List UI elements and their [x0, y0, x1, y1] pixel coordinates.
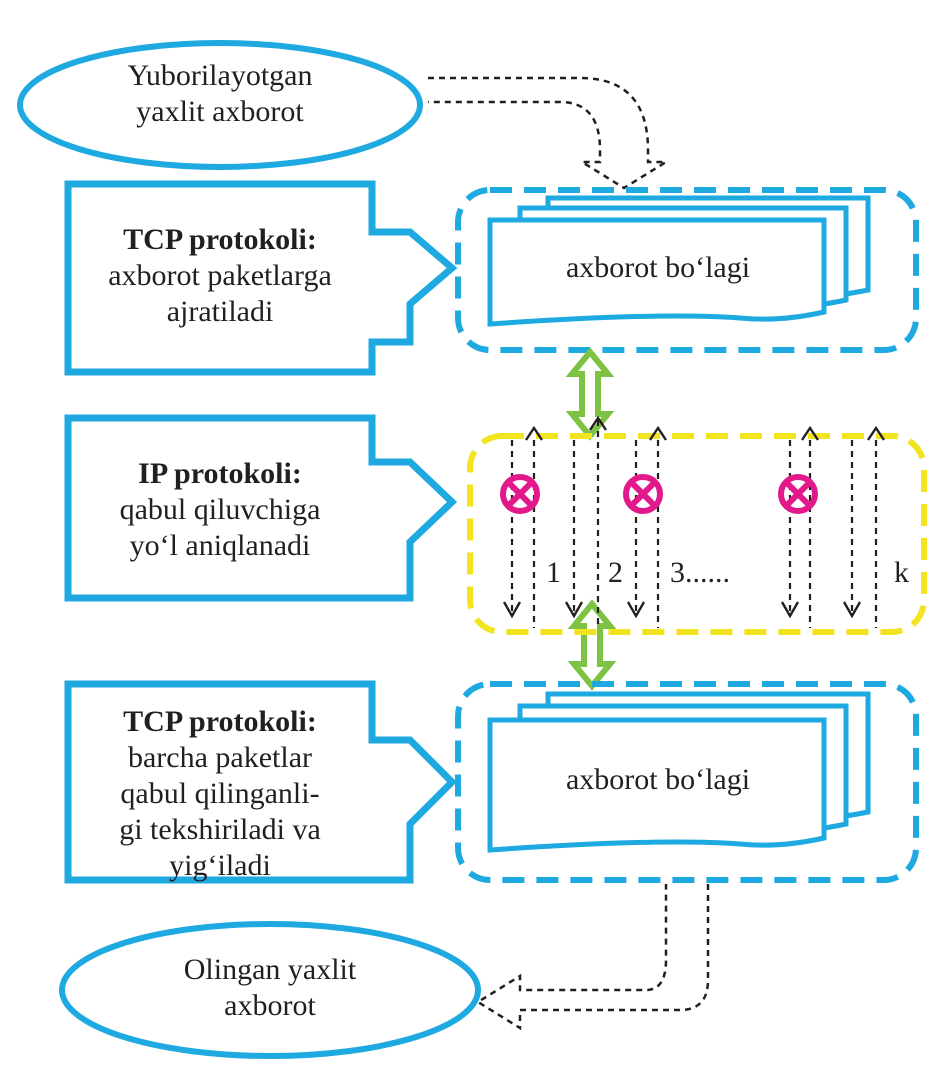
tcp-assemble-line4: yig‘iladi — [169, 849, 271, 882]
channel-arrowheads — [502, 415, 885, 619]
router-icon — [778, 474, 818, 514]
end-ellipse — [59, 921, 481, 1059]
ip-route-line2: yo‘l aniqlanadi — [129, 529, 311, 562]
tcp-split-line2: ajratiladi — [166, 295, 274, 328]
tcp-assemble-title: TCP protokoli: — [123, 705, 317, 738]
ip-route-title: IP protokoli: — [138, 457, 302, 490]
start-ellipse — [17, 40, 423, 170]
end-line1: Olingan yaxlit — [183, 953, 357, 986]
double-arrow-bottom — [567, 599, 617, 691]
start-to-packets-arrow — [428, 76, 671, 190]
tcp-split-arrow-box — [64, 180, 458, 376]
top-packet-stack — [487, 195, 871, 327]
channel-label-2: 2 — [608, 556, 623, 589]
tcp-assemble-line3: gi tekshiriladi va — [119, 813, 321, 846]
tcp-assemble-line2: qabul qilinganli- — [120, 777, 320, 810]
end-line2: axborot — [224, 989, 316, 1022]
tcp-split-block — [64, 180, 458, 376]
tcp-assemble-text: TCP protokoli: barcha paketlar qabul qil… — [70, 704, 370, 884]
bottom-packet-label: axborot bo‘lagi — [565, 763, 751, 796]
packets-to-end-arrow — [475, 884, 710, 1031]
top-packet-label: axborot bo‘lagi — [565, 251, 751, 284]
tcp-split-line1: axborot paketlarga — [108, 259, 332, 292]
ip-route-line1: qabul qiluvchiga — [119, 493, 321, 526]
ip-route-block — [64, 414, 458, 602]
start-line2: yaxlit axborot — [136, 95, 304, 128]
tcp-assemble-line1: barcha paketlar — [127, 741, 313, 774]
tcp-split-title: TCP protokoli: — [123, 223, 317, 256]
channel-label-3: 3...... — [670, 556, 730, 589]
channels — [510, 420, 878, 628]
end-text: Olingan yaxlit axborot — [90, 952, 450, 1024]
routing-area — [467, 433, 927, 635]
tcp-assemble-block — [64, 680, 457, 884]
start-line1: Yuborilayotgan — [127, 59, 313, 92]
router-icon — [623, 474, 663, 514]
bottom-packet-group — [455, 681, 919, 883]
router-icon — [500, 474, 540, 514]
channel-label-1: 1 — [546, 556, 561, 589]
start-text: Yuborilayotgan yaxlit axborot — [40, 58, 400, 130]
tcp-split-text: TCP protokoli: axborot paketlarga ajrati… — [70, 222, 370, 330]
channel-label-k: k — [894, 556, 909, 589]
top-packet-group — [455, 187, 919, 353]
ip-route-text: IP protokoli: qabul qiluvchiga yo‘l aniq… — [70, 456, 370, 564]
bottom-packet-stack — [487, 691, 871, 853]
